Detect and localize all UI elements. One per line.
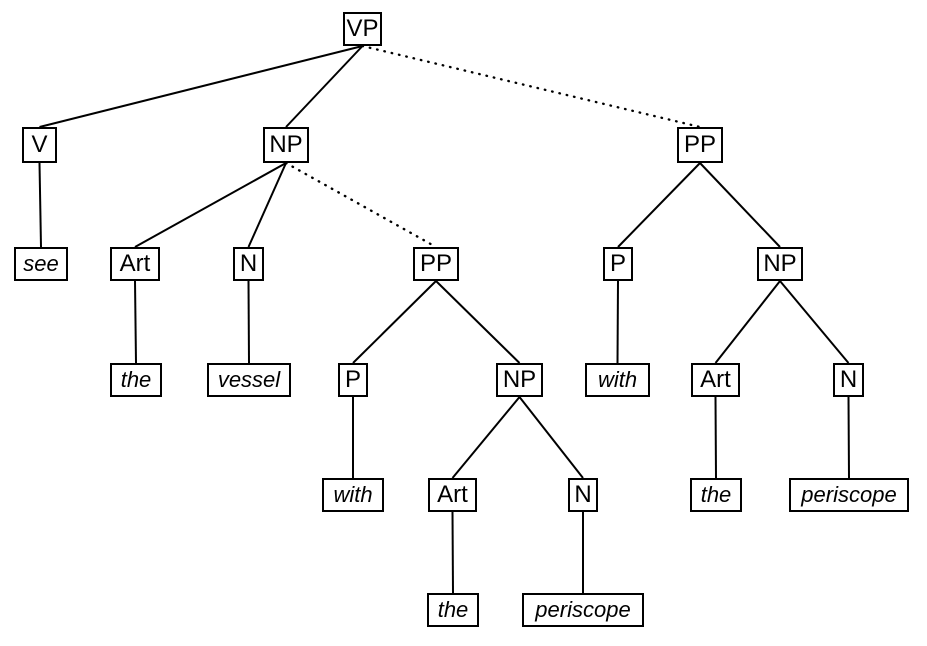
category-node-v: V [22,127,57,163]
tree-edge-vp-to-pp_right [361,44,702,129]
category-node-n_mid: N [568,478,598,512]
tree-edge-n_right-to-periscope_r [847,396,850,479]
leaf-node-with_right: with [585,363,650,397]
tree-edge-np1-to-pp_mid [284,161,438,249]
category-node-np_right: NP [757,247,803,281]
category-node-p_right: P [603,247,633,281]
tree-edge-np_right-to-n_right [779,280,850,364]
leaf-node-periscope_m: periscope [522,593,644,627]
tree-edge-n1-to-vessel [247,280,250,364]
tree-edge-vp-to-np1 [285,45,364,128]
tree-edge-vp-to-v [39,45,363,128]
leaf-node-with_mid: with [322,478,384,512]
leaf-node-vessel: vessel [207,363,291,397]
category-node-n1: N [233,247,264,281]
tree-edge-art_mid-to-the_mid [451,511,454,594]
tree-edge-v-to-see [38,162,42,248]
tree-edge-art_right-to-the_right [714,396,717,479]
tree-edge-pp_mid-to-p_mid [352,280,437,364]
tree-edge-np1-to-n1 [247,162,287,248]
leaf-node-the1: the [110,363,162,397]
category-node-np1: NP [263,127,309,163]
leaf-node-see: see [14,247,68,281]
category-node-art1: Art [110,247,160,281]
category-node-np_mid: NP [496,363,543,397]
leaf-node-the_mid: the [427,593,479,627]
leaf-node-periscope_r: periscope [789,478,909,512]
tree-edge-pp_right-to-p_right [617,162,701,248]
tree-edge-np_right-to-art_right [714,280,781,364]
tree-edge-art1-to-the1 [134,280,137,364]
category-node-p_mid: P [338,363,368,397]
category-node-pp_right: PP [677,127,723,163]
category-node-vp: VP [343,12,382,46]
tree-edge-np_mid-to-art_mid [451,396,521,479]
tree-edge-p_right-to-with_right [616,280,619,364]
leaf-node-the_right: the [690,478,742,512]
category-node-art_mid: Art [428,478,477,512]
tree-edge-np_mid-to-n_mid [518,396,584,479]
category-node-art_right: Art [691,363,740,397]
tree-edge-pp_right-to-np_right [699,162,781,248]
category-node-pp_mid: PP [413,247,459,281]
tree-edge-pp_mid-to-np_mid [435,280,521,364]
tree-edge-np1-to-art1 [134,162,287,248]
category-node-n_right: N [833,363,864,397]
